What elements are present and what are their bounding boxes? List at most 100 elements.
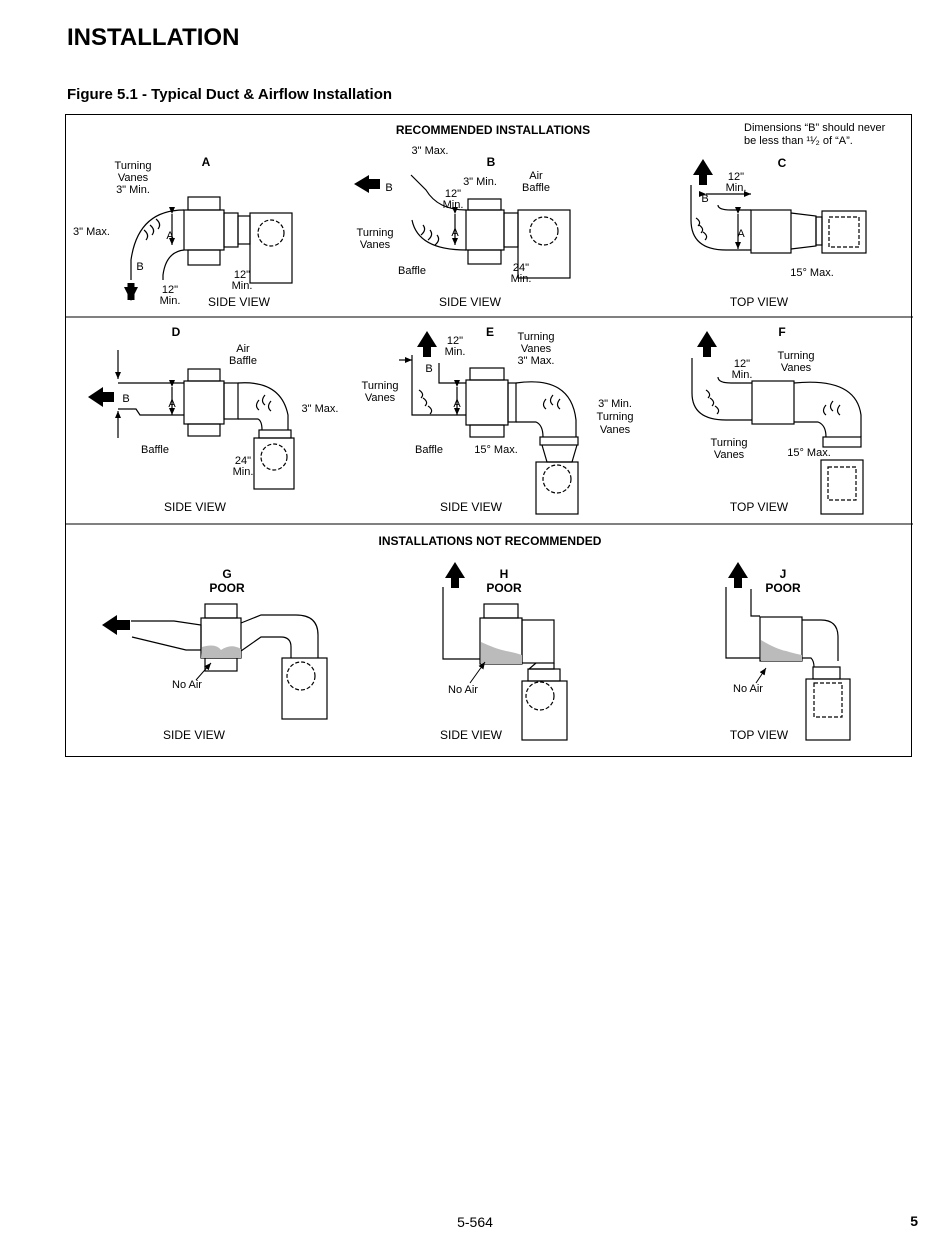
panel-a-dim-a: A	[166, 230, 174, 242]
panel-d-dim-b: B	[122, 393, 129, 405]
panel-b-vanes2: Vanes	[360, 239, 391, 251]
panel-e-vanes1: Turning	[518, 331, 555, 343]
panel-a-vanes1: Turning	[115, 160, 152, 172]
panel-f	[691, 358, 864, 515]
panel-d-labels: Air Baffle B A 3" Max. Baffle 24" Min.	[122, 343, 338, 478]
panel-g-airflow-arrow	[102, 615, 130, 635]
not-recommended-title: INSTALLATIONS NOT RECOMMENDED	[379, 534, 602, 548]
panel-e-dim-a: A	[453, 398, 461, 410]
panel-f-letter: F	[778, 325, 785, 339]
panel-e-min12b: Min.	[445, 346, 466, 358]
panel-b	[410, 174, 571, 279]
panel-g-letter: G	[222, 567, 231, 581]
panel-b-air1: Air	[529, 170, 543, 182]
panel-g-no-air: No Air	[172, 679, 202, 691]
panel-e-letter: E	[486, 325, 494, 339]
panel-f-lvanes1: Turning	[711, 437, 748, 449]
panel-a	[127, 196, 293, 300]
panel-e-view: SIDE VIEW	[440, 500, 503, 514]
panel-e	[399, 355, 579, 515]
panel-e-max15: 15° Max.	[474, 444, 518, 456]
panel-a-min12b: Min.	[160, 295, 181, 307]
panel-e-labels: 12" Min. Turning Vanes 3" Max. Turning V…	[362, 331, 634, 456]
panel-b-min24a: 24"	[513, 262, 529, 274]
panel-a-vanes3: 3" Min.	[116, 184, 150, 196]
panel-a-labels: Turning Vanes 3" Min. 3" Max. A B 12" Mi…	[73, 160, 252, 307]
page-number: 5	[910, 1213, 918, 1229]
panel-h-airflow-arrow	[445, 562, 465, 588]
panel-j-no-air-zone	[761, 640, 802, 661]
panel-b-dim-b: B	[385, 182, 392, 194]
panel-f-airflow-arrow	[697, 331, 717, 357]
panel-f-labels: 12" Min. Turning Vanes Turning Vanes 15°…	[711, 350, 831, 461]
panel-e-vanes2: Vanes	[521, 343, 552, 355]
panel-g-rating: POOR	[209, 581, 245, 595]
panel-j-view: TOP VIEW	[730, 728, 789, 742]
duct-airflow-figure: RECOMMENDED INSTALLATIONS Dimensions “B”…	[65, 114, 913, 757]
panel-d-min24b: Min.	[233, 466, 254, 478]
figure-drawing: RECOMMENDED INSTALLATIONS Dimensions “B”…	[66, 122, 913, 742]
panel-e-vanes3: 3" Max.	[518, 355, 555, 367]
panel-c-letter: C	[778, 156, 787, 170]
panel-a-dim-b: B	[136, 261, 143, 273]
panel-g	[131, 603, 328, 720]
panel-j	[725, 587, 851, 741]
panel-d-min24a: 24"	[235, 455, 251, 467]
panel-d-air1: Air	[236, 343, 250, 355]
panel-d-baffle: Baffle	[141, 444, 169, 456]
panel-f-vanes1: Turning	[778, 350, 815, 362]
panel-b-vanes1: Turning	[357, 227, 394, 239]
panel-a-view: SIDE VIEW	[208, 295, 271, 309]
panel-d-air2: Baffle	[229, 355, 257, 367]
panel-a-letter: A	[202, 155, 211, 169]
panel-a-vanes2: Vanes	[118, 172, 149, 184]
panel-e-dim-b: B	[425, 363, 432, 375]
panel-f-max15: 15° Max.	[787, 447, 831, 459]
panel-b-min24b: Min.	[511, 273, 532, 285]
panel-a-min12c: 12"	[234, 269, 250, 281]
panel-b-min12b: Min.	[443, 199, 464, 211]
recommended-title: RECOMMENDED INSTALLATIONS	[396, 123, 590, 137]
panel-c-max15: 15° Max.	[790, 267, 834, 279]
panel-b-letter: B	[487, 155, 496, 169]
panel-g-view: SIDE VIEW	[163, 728, 226, 742]
panel-e-min3c: Vanes	[600, 424, 631, 436]
panel-e-lvanes2: Vanes	[365, 392, 396, 404]
panel-j-no-air: No Air	[733, 683, 763, 695]
panel-c-min12a: 12"	[728, 171, 744, 183]
panel-a-min12a: 12"	[162, 284, 178, 296]
panel-d-letter: D	[172, 325, 181, 339]
page-heading: INSTALLATION	[67, 24, 240, 51]
panel-b-dim-a: A	[451, 227, 459, 239]
panel-e-min3b: Turning	[597, 411, 634, 423]
panel-g-no-air-zone	[201, 645, 241, 658]
panel-a-max3: 3" Max.	[73, 226, 110, 238]
panel-a-min12d: Min.	[232, 280, 253, 292]
panel-b-min3: 3" Min.	[463, 176, 497, 188]
panel-b-max3: 3" Max.	[412, 145, 449, 157]
panel-f-min12b: Min.	[732, 369, 753, 381]
panel-e-lvanes1: Turning	[362, 380, 399, 392]
panel-d-view: SIDE VIEW	[164, 500, 227, 514]
panel-d-airflow-arrow	[88, 387, 114, 407]
panel-f-lvanes2: Vanes	[714, 449, 745, 461]
panel-h-no-air-zone	[481, 642, 522, 664]
panel-h-view: SIDE VIEW	[440, 728, 503, 742]
panel-h-letter: H	[500, 567, 509, 581]
document-code: 5-564	[457, 1214, 493, 1230]
panel-f-view: TOP VIEW	[730, 500, 789, 514]
panel-d-max3: 3" Max.	[302, 403, 339, 415]
dimension-note-line1: Dimensions “B” should never	[744, 122, 886, 134]
panel-c-min12b: Min.	[726, 182, 747, 194]
panel-e-airflow-arrow	[417, 331, 437, 357]
panel-e-baffle: Baffle	[415, 444, 443, 456]
panel-b-labels: 3" Max. 3" Min. Air Baffle 12" Min. B A …	[357, 145, 550, 285]
panel-f-min12a: 12"	[734, 358, 750, 370]
panel-c-dim-b: B	[701, 193, 708, 205]
panel-c-labels: 12" Min. B A 15° Max.	[701, 171, 833, 279]
panel-c-airflow-arrow	[693, 159, 713, 185]
panel-e-min3a: 3" Min.	[598, 398, 632, 410]
dimension-note-line2: be less than ¹¹⁄₂ of “A”.	[744, 135, 853, 147]
panel-b-min12a: 12"	[445, 188, 461, 200]
figure-title: Figure 5.1 - Typical Duct & Airflow Inst…	[67, 86, 393, 103]
